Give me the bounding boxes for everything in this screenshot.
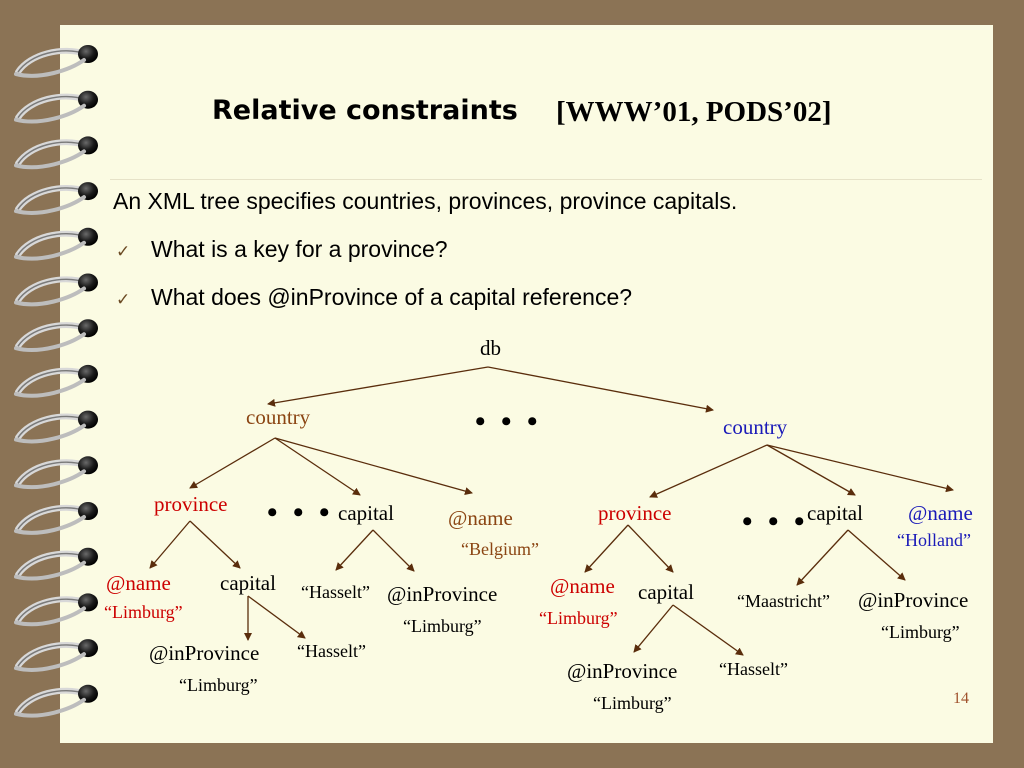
value-limburg: “Limburg” <box>539 608 618 628</box>
tree-node-inprovince-attr: @inProvince <box>858 588 969 612</box>
edge <box>274 437 361 496</box>
value-limburg: “Limburg” <box>881 622 960 642</box>
intro-text: An XML tree specifies countries, provinc… <box>113 188 738 214</box>
tree-node-name-attr: @name <box>106 571 171 595</box>
edge <box>766 444 954 493</box>
page-number: 14 <box>953 690 969 707</box>
edge <box>766 444 856 496</box>
tree-node-country: country <box>723 415 788 439</box>
value-belgium: “Belgium” <box>461 539 539 559</box>
edge <box>487 366 714 413</box>
edge <box>672 604 744 656</box>
value-hasselt: “Hasselt” <box>297 641 366 661</box>
bullet-item: What does @inProvince of a capital refer… <box>151 284 633 310</box>
tree-node-capital: capital <box>220 571 276 595</box>
value-limburg: “Limburg” <box>403 616 482 636</box>
slide-background <box>60 25 993 743</box>
ellipsis: • • • <box>742 505 809 538</box>
edge <box>633 604 674 653</box>
tree-node-name-attr: @name <box>550 574 615 598</box>
ellipsis: • • • <box>475 405 542 438</box>
value-maastricht: “Maastricht” <box>737 591 830 611</box>
tree-node-inprovince-attr: @inProvince <box>567 659 678 683</box>
edge <box>189 520 241 569</box>
tree-node-country: country <box>246 405 311 429</box>
checkmark-icon: ✓ <box>116 242 131 262</box>
edge <box>649 444 768 498</box>
edge <box>584 524 629 573</box>
value-limburg: “Limburg” <box>593 693 672 713</box>
bullet-item: What is a key for a province? <box>151 236 448 262</box>
edge <box>267 366 489 407</box>
tree-node-name-attr: @name <box>448 506 513 530</box>
tree-node-inprovince-attr: @inProvince <box>149 641 260 665</box>
checkmark-icon: ✓ <box>116 290 131 310</box>
ellipsis: • • • <box>267 496 334 529</box>
tree-node-capital: capital <box>807 501 863 525</box>
title-divider <box>110 179 982 180</box>
edge <box>274 437 473 495</box>
value-limburg: “Limburg” <box>104 602 183 622</box>
edge <box>149 520 191 569</box>
title-reference: [WWW’01, PODS’02] <box>556 96 832 128</box>
edge <box>335 529 374 571</box>
tree-node-capital: capital <box>638 580 694 604</box>
tree-node-province: province <box>598 501 672 525</box>
edge <box>847 529 906 581</box>
edge <box>627 524 674 573</box>
spiral-binding-icon <box>14 45 98 718</box>
edge <box>189 437 276 489</box>
tree-node-capital: capital <box>338 501 394 525</box>
edge <box>247 595 306 639</box>
value-hasselt: “Hasselt” <box>719 659 788 679</box>
value-hasselt: “Hasselt” <box>301 582 370 602</box>
tree-node-inprovince-attr: @inProvince <box>387 582 498 606</box>
slide-title: Relative constraints <box>212 95 518 126</box>
tree-node-province: province <box>154 492 228 516</box>
value-holland: “Holland” <box>897 530 971 550</box>
tree-node-db: db <box>480 336 501 360</box>
edge <box>796 529 849 586</box>
tree-node-name-attr: @name <box>908 501 973 525</box>
value-limburg: “Limburg” <box>179 675 258 695</box>
edge <box>372 529 415 572</box>
